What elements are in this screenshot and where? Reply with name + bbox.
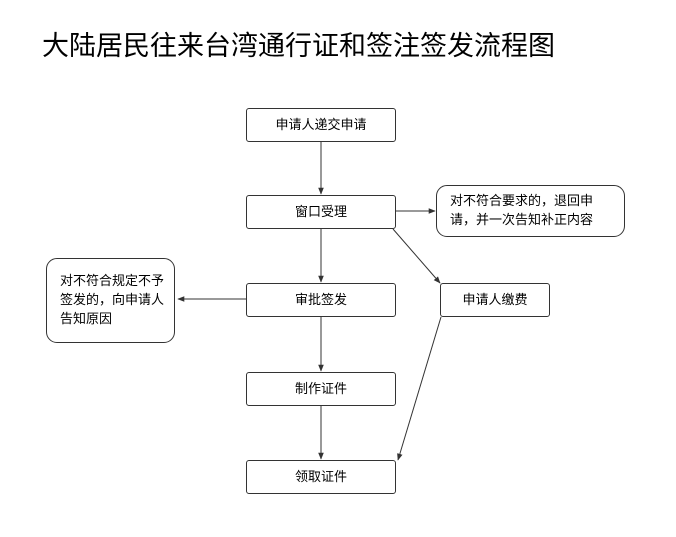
node-collect: 领取证件 — [246, 460, 396, 494]
node-approve: 审批签发 — [246, 283, 396, 317]
node-fee-label: 申请人缴费 — [462, 292, 528, 308]
node-approve-label: 审批签发 — [294, 292, 347, 308]
node-window: 窗口受理 — [246, 195, 396, 229]
node-apply-label: 申请人递交申请 — [275, 117, 367, 133]
note-reject-approve: 对不符合规定不予签发的，向申请人告知原因 — [46, 258, 175, 343]
node-make: 制作证件 — [246, 372, 396, 406]
note-reject-window: 对不符合要求的，退回申请，并一次告知补正内容 — [436, 185, 625, 237]
page-title: 大陆居民往来台湾通行证和签注签发流程图 — [42, 31, 555, 62]
node-fee: 申请人缴费 — [440, 283, 550, 317]
node-make-label: 制作证件 — [294, 381, 347, 397]
note-reject-approve-text: 对不符合规定不予签发的，向申请人告知原因 — [60, 274, 165, 327]
note-reject-window-text: 对不符合要求的，退回申请，并一次告知补正内容 — [450, 194, 594, 228]
node-collect-label: 领取证件 — [294, 469, 347, 485]
node-apply: 申请人递交申请 — [246, 108, 396, 142]
arrow-fee-to-collect — [397, 316, 442, 461]
node-window-label: 窗口受理 — [294, 204, 347, 220]
arrow-window-to-fee — [392, 228, 441, 284]
